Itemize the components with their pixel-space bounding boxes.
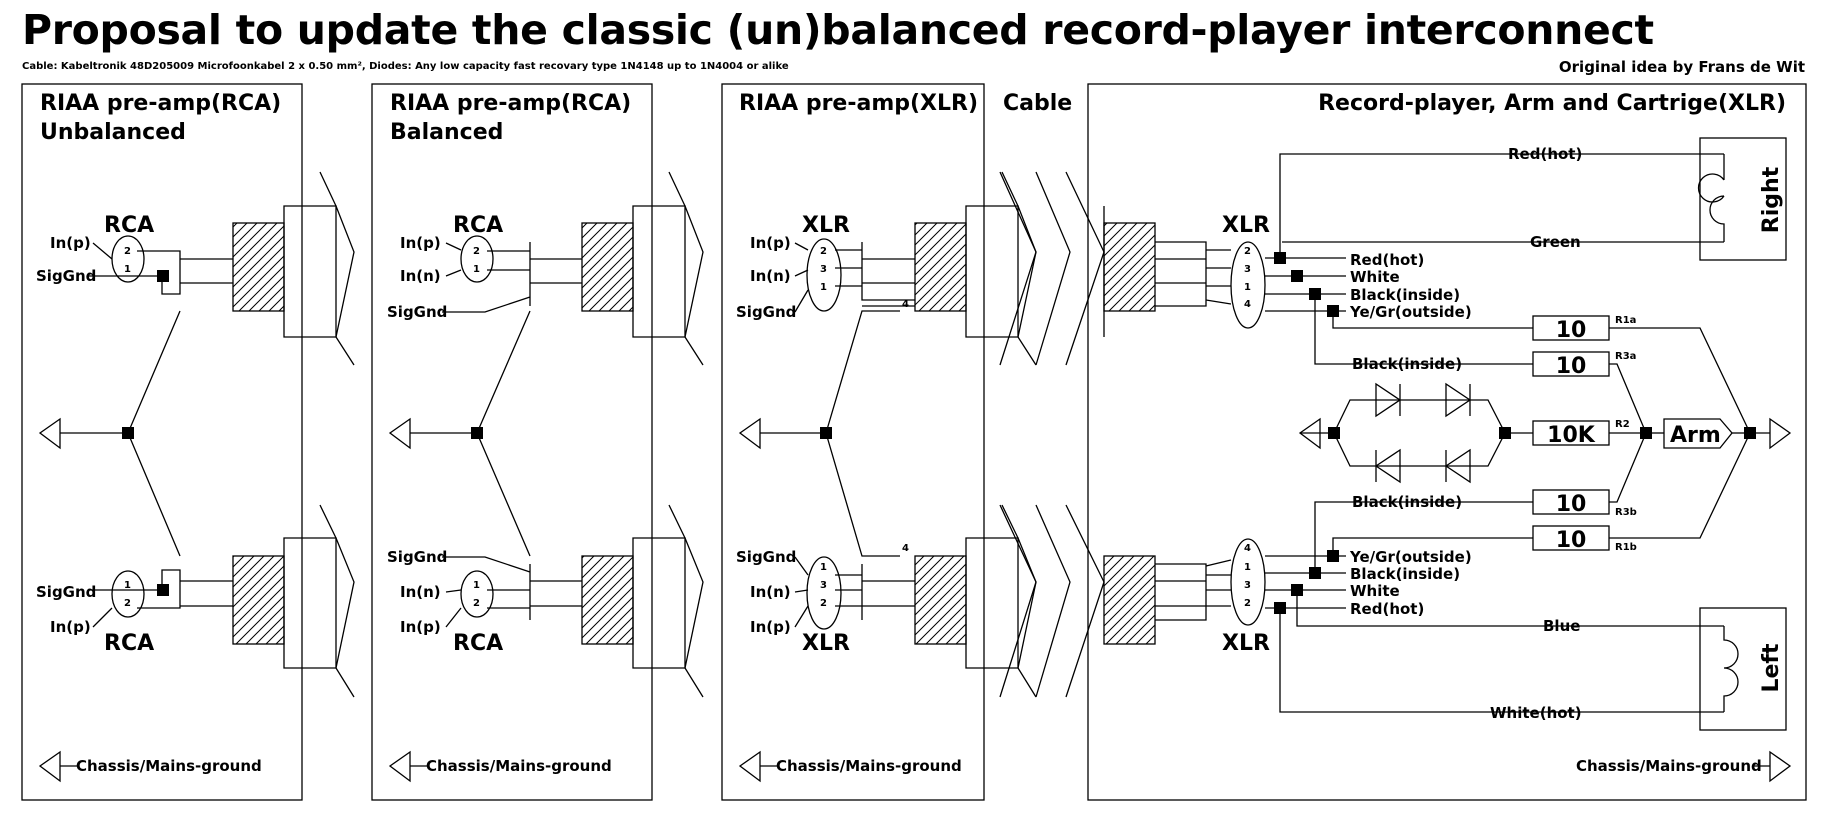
resistor-r3b-name: R3b <box>1615 507 1637 518</box>
panel-title: Record-player, Arm and Cartrige(XLR) <box>1318 91 1786 116</box>
svg-text:RCA: RCA <box>104 213 154 238</box>
panel-unbalanced-rca <box>21 83 303 801</box>
svg-text:2: 2 <box>820 598 827 609</box>
svg-text:Ye/Gr(outside): Ye/Gr(outside) <box>1349 548 1472 566</box>
svg-text:RCA: RCA <box>453 213 503 238</box>
svg-text:Blue: Blue <box>1543 617 1580 635</box>
svg-text:Chassis/Mains-ground: Chassis/Mains-ground <box>426 757 612 775</box>
panel-record-player <box>1087 83 1807 801</box>
svg-text:1: 1 <box>820 282 827 293</box>
svg-text:In(n): In(n) <box>400 583 441 601</box>
cable-spec-note: Cable: Kabeltronik 48D205009 Microfoonka… <box>22 61 789 72</box>
panel-title: RIAA pre-amp(XLR) <box>739 91 978 116</box>
svg-text:2: 2 <box>820 246 827 257</box>
svg-text:4: 4 <box>1244 543 1251 554</box>
svg-text:XLR: XLR <box>802 213 850 238</box>
coil-right-label: Right <box>1759 166 1784 233</box>
svg-text:White(hot): White(hot) <box>1490 704 1582 722</box>
svg-text:SigGnd: SigGnd <box>736 303 796 321</box>
svg-text:1: 1 <box>473 580 480 591</box>
svg-text:In(p): In(p) <box>400 234 441 252</box>
panel-title: RIAA pre-amp(RCA) <box>40 91 281 116</box>
svg-text:2: 2 <box>1244 246 1251 257</box>
svg-text:In(p): In(p) <box>50 618 91 636</box>
svg-text:Black(inside): Black(inside) <box>1350 286 1460 304</box>
cable-section <box>999 171 1105 698</box>
resistor-r1a-name: R1a <box>1615 315 1636 326</box>
svg-text:RCA: RCA <box>453 631 503 656</box>
svg-text:Red(hot): Red(hot) <box>1350 251 1424 269</box>
svg-text:Chassis/Mains-ground: Chassis/Mains-ground <box>1576 757 1762 775</box>
svg-text:In(n): In(n) <box>750 583 791 601</box>
svg-text:Green: Green <box>1530 233 1581 251</box>
page-title: Proposal to update the classic (un)balan… <box>22 6 1654 54</box>
resistor-r3b-value: 10 <box>1556 492 1587 517</box>
svg-text:1: 1 <box>1244 282 1251 293</box>
svg-text:RCA: RCA <box>104 631 154 656</box>
svg-text:SigGnd: SigGnd <box>387 548 447 566</box>
svg-text:3: 3 <box>1244 580 1251 591</box>
xlr-preamp-circuit: XLR 2 3 1 In(p) In(n) SigGnd 4 XLR 1 3 2… <box>736 171 1037 783</box>
svg-text:Chassis/Mains-ground: Chassis/Mains-ground <box>76 757 262 775</box>
panel-subtitle: Unbalanced <box>40 120 186 145</box>
svg-text:2: 2 <box>124 598 131 609</box>
svg-text:Ye/Gr(outside): Ye/Gr(outside) <box>1349 303 1472 321</box>
svg-text:3: 3 <box>820 264 827 275</box>
svg-text:In(p): In(p) <box>400 618 441 636</box>
svg-text:1: 1 <box>124 264 131 275</box>
svg-text:1: 1 <box>820 562 827 573</box>
svg-text:XLR: XLR <box>1222 631 1270 656</box>
credit-note: Original idea by Frans de Wit <box>1558 58 1805 76</box>
svg-text:2: 2 <box>1244 598 1251 609</box>
panel-subtitle: Balanced <box>390 120 503 145</box>
svg-text:Red(hot): Red(hot) <box>1508 145 1582 163</box>
svg-text:Black(inside): Black(inside) <box>1352 355 1462 373</box>
svg-text:2: 2 <box>124 246 131 257</box>
svg-text:4: 4 <box>1244 299 1251 310</box>
cable-title: Cable <box>1003 91 1072 116</box>
record-player-circuit: XLR 2 3 1 4 Right Red(hot) Green Red(hot… <box>1103 137 1792 783</box>
coil-left-label: Left <box>1759 643 1784 693</box>
svg-text:White: White <box>1350 582 1400 600</box>
svg-text:4: 4 <box>902 299 909 310</box>
svg-text:Black(inside): Black(inside) <box>1352 493 1462 511</box>
svg-text:In(n): In(n) <box>400 267 441 285</box>
unbalanced-rca-circuit: RCA 2 1 In(p) SigGnd RCA 1 2 SigGnd In(p… <box>36 171 355 783</box>
svg-text:1: 1 <box>124 580 131 591</box>
balanced-rca-circuit: RCA 2 1 In(p) In(n) SigGnd RCA 1 2 SigGn… <box>387 171 704 783</box>
svg-text:Chassis/Mains-ground: Chassis/Mains-ground <box>776 757 962 775</box>
resistor-r1b-name: R1b <box>1615 542 1637 553</box>
svg-text:4: 4 <box>902 543 909 554</box>
resistor-r2-name: R2 <box>1615 419 1630 430</box>
svg-text:SigGnd: SigGnd <box>387 303 447 321</box>
svg-text:2: 2 <box>473 246 480 257</box>
svg-text:SigGnd: SigGnd <box>36 267 96 285</box>
svg-text:White: White <box>1350 268 1400 286</box>
svg-text:Black(inside): Black(inside) <box>1350 565 1460 583</box>
svg-text:Red(hot): Red(hot) <box>1350 600 1424 618</box>
svg-text:1: 1 <box>473 264 480 275</box>
svg-text:XLR: XLR <box>802 631 850 656</box>
svg-text:In(p): In(p) <box>50 234 91 252</box>
svg-text:SigGnd: SigGnd <box>36 583 96 601</box>
panel-xlr-preamp <box>721 83 985 801</box>
svg-text:1: 1 <box>1244 562 1251 573</box>
resistor-r2-value: 10K <box>1547 423 1596 448</box>
resistor-r3a-value: 10 <box>1556 354 1587 379</box>
svg-text:In(n): In(n) <box>750 267 791 285</box>
resistor-r1b-value: 10 <box>1556 528 1587 553</box>
svg-text:3: 3 <box>1244 264 1251 275</box>
svg-text:2: 2 <box>473 598 480 609</box>
resistor-r1a-value: 10 <box>1556 318 1587 343</box>
svg-text:In(p): In(p) <box>750 618 791 636</box>
svg-text:XLR: XLR <box>1222 213 1270 238</box>
resistor-r3a-name: R3a <box>1615 351 1636 362</box>
panel-balanced-rca <box>371 83 653 801</box>
svg-text:In(p): In(p) <box>750 234 791 252</box>
svg-text:3: 3 <box>820 580 827 591</box>
arm-label: Arm <box>1670 423 1721 448</box>
svg-text:SigGnd: SigGnd <box>736 548 796 566</box>
panel-title: RIAA pre-amp(RCA) <box>390 91 631 116</box>
